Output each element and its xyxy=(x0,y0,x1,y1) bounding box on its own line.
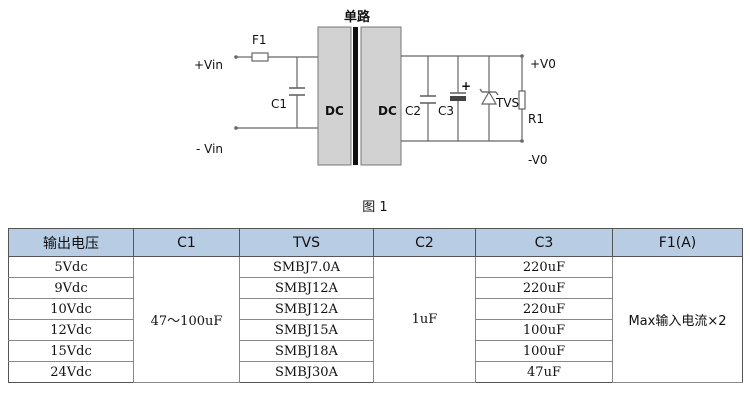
vin-neg-terminal xyxy=(234,126,238,130)
label-vo-neg: -V0 xyxy=(528,153,547,167)
label-dc-in: DC xyxy=(325,104,344,118)
table-row: 5Vdc 47～100uF SMBJ7.0A 1uF 220uF Max输入电流… xyxy=(8,256,743,383)
header-output-voltage: 输出电压 xyxy=(8,228,134,257)
tvs-diode-symbol xyxy=(480,90,498,105)
table-row: 12Vdc SMBJ15A 100uF xyxy=(8,319,743,341)
label-c3: C3 xyxy=(438,104,454,118)
circuit-diagram: 单路 xyxy=(194,9,556,167)
cell-c2: 1uF xyxy=(373,256,476,383)
cell-voltage: 24Vdc xyxy=(8,361,134,383)
label-dc-out: DC xyxy=(378,104,397,118)
diagram-title: 单路 xyxy=(344,9,371,25)
vin-pos-terminal xyxy=(234,55,238,59)
cell-c3: 100uF xyxy=(475,340,613,362)
table-header-row: 输出电压 C1 TVS C2 C3 F1(A) xyxy=(8,228,743,257)
label-vo-pos: +V0 xyxy=(530,57,556,71)
cell-c3: 220uF xyxy=(475,277,613,299)
component-table: 输出电压 C1 TVS C2 C3 F1(A) 5Vdc 47～100uF SM… xyxy=(8,228,743,383)
cell-voltage: 5Vdc xyxy=(8,256,134,278)
dc-input-block xyxy=(317,26,352,166)
cell-tvs: SMBJ12A xyxy=(239,298,374,320)
cell-voltage: 9Vdc xyxy=(8,277,134,299)
cell-c3: 220uF xyxy=(475,256,613,278)
header-f1: F1(A) xyxy=(612,228,743,257)
label-c1: C1 xyxy=(271,97,287,111)
vo-pos-terminal xyxy=(520,54,524,58)
cell-voltage: 12Vdc xyxy=(8,319,134,341)
vo-neg-terminal xyxy=(520,139,524,143)
resistor-r1 xyxy=(518,90,526,110)
header-c3: C3 xyxy=(475,228,613,257)
header-c2: C2 xyxy=(373,228,476,257)
dc-output-block xyxy=(360,26,402,166)
figure-caption: 图 1 xyxy=(362,200,388,215)
label-c3-polarity: + xyxy=(461,79,471,93)
cell-tvs: SMBJ18A xyxy=(239,340,374,362)
header-tvs: TVS xyxy=(239,228,374,257)
label-r1: R1 xyxy=(528,112,544,126)
cell-tvs: SMBJ15A xyxy=(239,319,374,341)
cell-tvs: SMBJ30A xyxy=(239,361,374,383)
cell-voltage: 10Vdc xyxy=(8,298,134,320)
label-f1: F1 xyxy=(252,33,267,47)
label-c2: C2 xyxy=(405,104,421,118)
cell-c3: 220uF xyxy=(475,298,613,320)
label-vin-neg: - Vin xyxy=(196,142,223,156)
table-row: 24Vdc SMBJ30A 47uF xyxy=(8,361,743,383)
table-row: 15Vdc SMBJ18A 100uF xyxy=(8,340,743,362)
label-vin-pos: +Vin xyxy=(194,58,223,72)
c3-negative-plate xyxy=(450,96,466,101)
cell-f1: Max输入电流×2 xyxy=(612,256,743,383)
cell-c3: 47uF xyxy=(475,361,613,383)
label-tvs: TVS xyxy=(495,96,519,110)
cell-voltage: 15Vdc xyxy=(8,340,134,362)
cell-tvs: SMBJ7.0A xyxy=(239,256,374,278)
header-c1: C1 xyxy=(133,228,240,257)
cell-c3: 100uF xyxy=(475,319,613,341)
cell-c1: 47～100uF xyxy=(133,256,240,383)
fuse-f1 xyxy=(251,52,269,62)
cell-tvs: SMBJ12A xyxy=(239,277,374,299)
table-row: 10Vdc SMBJ12A 220uF xyxy=(8,298,743,320)
transformer-core xyxy=(353,27,358,165)
